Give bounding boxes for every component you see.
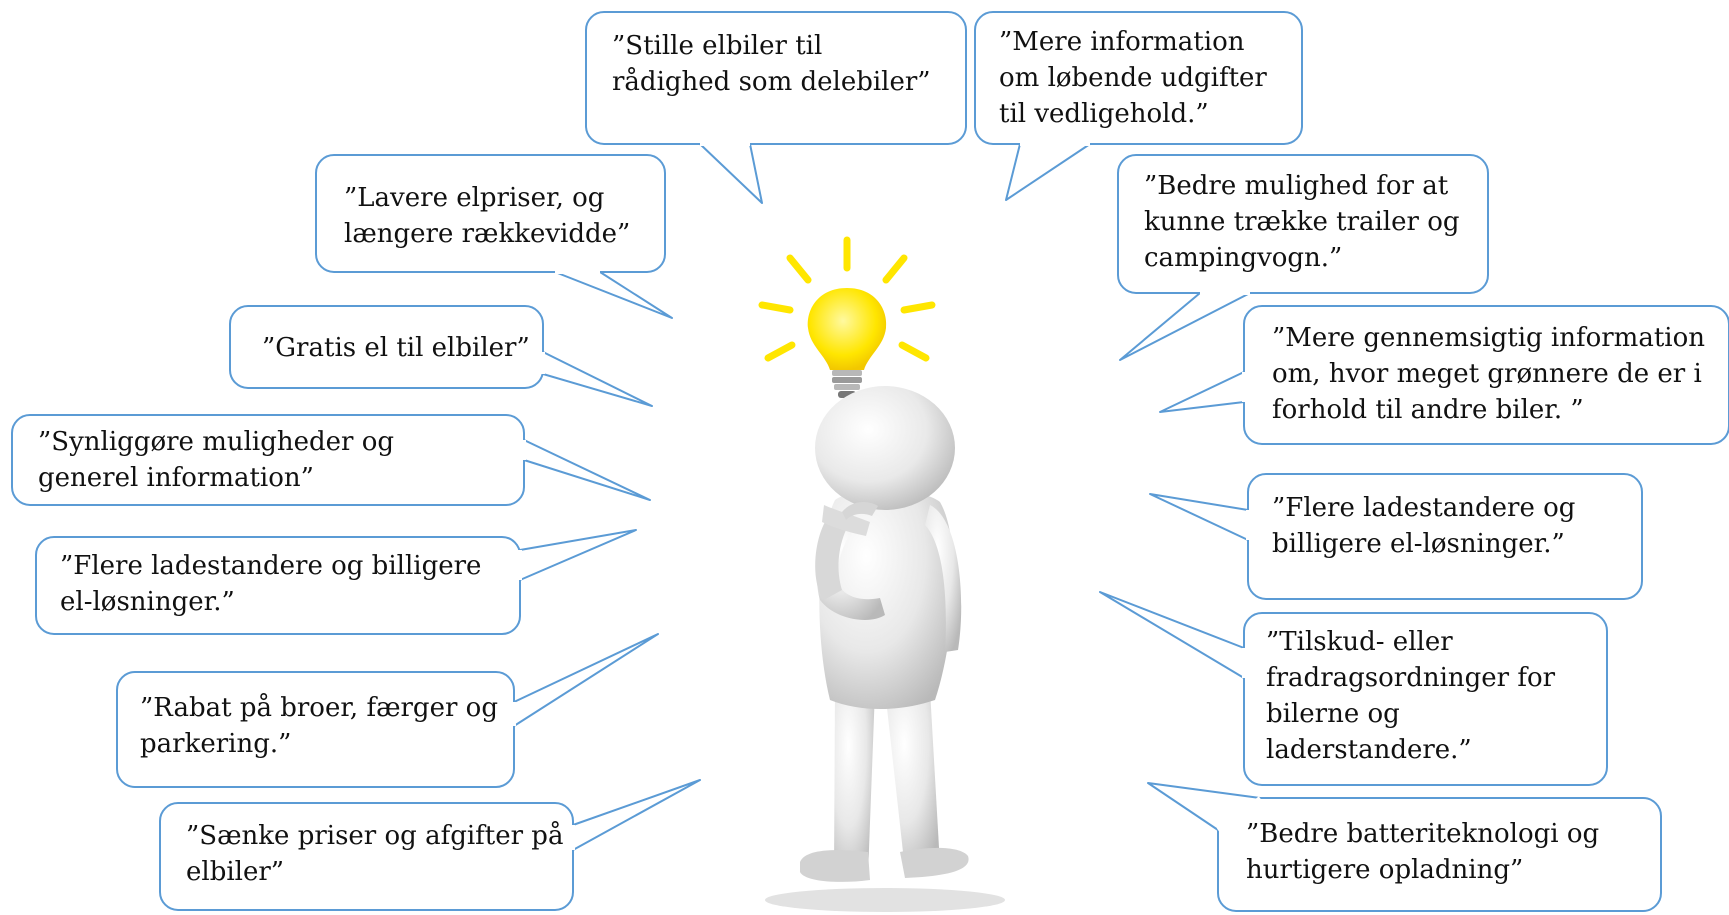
speech-bubble-tail [1149, 493, 1249, 541]
speech-bubble-line: ”Stille elbiler til [612, 31, 823, 61]
speech-bubble-text-flere-right: ”Flere ladestandere og billigere el-løsni… [1272, 490, 1575, 562]
speech-bubble-box [1217, 797, 1662, 912]
speech-bubble-flere-left [35, 529, 637, 635]
speech-bubble-box [1117, 154, 1489, 294]
speech-bubble-tail [542, 351, 653, 407]
speech-bubble-line: ”Sænke priser og afgifter på [186, 821, 564, 851]
speech-bubble-line: ”Bedre mulighed for at [1144, 171, 1449, 201]
speech-bubble-text-tilskud: ”Tilskud- eller fradragsordninger for bile… [1266, 624, 1555, 768]
speech-bubble-box [1243, 612, 1608, 786]
speech-bubble-stille [585, 11, 967, 204]
speech-bubble-mere-info [974, 11, 1303, 201]
speech-bubble-line: kunne trække trailer og [1144, 207, 1460, 237]
speech-bubble-text-batteri: ”Bedre batteriteknologi og hurtigere opla… [1246, 816, 1599, 888]
speech-bubble-text-bedre-trailer: ”Bedre mulighed for at kunne trække trail… [1144, 168, 1460, 276]
speech-bubble-tail [1005, 143, 1091, 201]
speech-bubble-text-gratis: ”Gratis el til elbiler” [262, 330, 530, 366]
speech-bubble-line: ”Flere ladestandere og billigere [60, 551, 482, 581]
speech-bubble-tail [572, 779, 701, 851]
speech-bubble-line: ”Synliggøre muligheder og [38, 427, 395, 457]
speech-bubble-text-mere-info: ”Mere information om løbende udgifter til … [999, 24, 1267, 132]
speech-bubble-line: ”Lavere elpriser, og [344, 183, 605, 213]
speech-bubble-gratis [229, 305, 653, 407]
callout-layer [11, 11, 1729, 912]
speech-bubble-line: campingvogn.” [1144, 243, 1343, 273]
speech-bubble-line: ”Mere information [999, 27, 1245, 57]
speech-bubble-text-flere-left: ”Flere ladestandere og billigere el-løsni… [60, 548, 481, 620]
speech-bubble-line: til vedligehold.” [999, 99, 1209, 129]
speech-bubble-line: el-løsninger.” [60, 587, 235, 617]
speech-bubble-text-saenke: ”Sænke priser og afgifter på elbiler” [186, 818, 563, 890]
speech-bubble-tail [1119, 292, 1251, 361]
speech-bubble-line: ”Gratis el til elbiler” [262, 333, 530, 363]
speech-bubble-gennemsigtig [1159, 305, 1729, 445]
speech-bubble-tail [519, 529, 637, 581]
speech-bubble-line: ”Rabat på broer, færger og [140, 693, 498, 723]
speech-bubble-line: ”Tilskud- eller [1266, 627, 1453, 657]
speech-bubble-box [315, 154, 666, 273]
speech-bubble-batteri [1147, 782, 1662, 912]
speech-bubble-line: bilerne og [1266, 699, 1400, 729]
speech-bubble-box [974, 11, 1303, 145]
speech-bubble-text-rabat: ”Rabat på broer, færger og parkering.” [140, 690, 498, 762]
speech-bubble-tilskud [1099, 591, 1608, 786]
speech-bubble-tail [554, 271, 673, 319]
speech-bubble-box [35, 536, 521, 635]
speech-bubble-line: ”Bedre batteriteknologi og [1246, 819, 1600, 849]
speech-bubble-saenke [159, 779, 701, 911]
speech-bubble-tail [1159, 371, 1245, 413]
speech-bubble-text-synliggore: ”Synliggøre muligheder og generel informa… [38, 424, 394, 496]
speech-bubble-box [159, 802, 574, 911]
speech-bubble-line: længere rækkevidde” [344, 219, 631, 249]
speech-bubble-box [116, 671, 515, 788]
speech-bubble-line: rådighed som delebiler” [612, 67, 931, 97]
speech-bubble-text-gennemsigtig: ”Mere gennemsigtig information om, hvor m… [1272, 320, 1705, 428]
speech-bubble-line: billigere el-løsninger.” [1272, 529, 1565, 559]
speech-bubble-text-stille: ”Stille elbiler til rådighed som delebile… [612, 28, 931, 100]
speech-bubble-flere-right [1149, 473, 1643, 600]
speech-bubble-line: laderstandere.” [1266, 735, 1472, 765]
speech-bubble-bedre-trailer [1117, 154, 1489, 361]
light-rays-icon [758, 236, 936, 362]
speech-bubble-line: forhold til andre biler. ” [1272, 395, 1584, 425]
speech-bubble-box [585, 11, 967, 145]
lightbulb-icon [758, 236, 936, 398]
thinking-person-icon [765, 386, 1005, 912]
speech-bubble-synliggore [11, 414, 651, 506]
speech-bubble-tail [699, 143, 763, 204]
speech-bubble-box [229, 305, 544, 389]
speech-bubble-line: parkering.” [140, 729, 292, 759]
speech-bubble-line: fradragsordninger for [1266, 663, 1556, 693]
speech-bubble-tail [1099, 591, 1245, 679]
speech-bubble-line: generel information” [38, 463, 314, 493]
speech-bubble-line: om, hvor meget grønnere de er i [1272, 359, 1702, 389]
speech-bubble-line: ”Flere ladestandere og [1272, 493, 1576, 523]
speech-bubble-line: ”Mere gennemsigtig information [1272, 323, 1705, 353]
speech-bubble-rabat [116, 633, 659, 788]
speech-bubble-tail [513, 633, 659, 727]
speech-bubble-line: om løbende udgifter [999, 63, 1267, 93]
speech-bubble-line: elbiler” [186, 857, 285, 887]
speech-bubble-text-lavere: ”Lavere elpriser, og længere rækkevidde” [344, 180, 630, 252]
speech-bubble-lavere [315, 154, 673, 319]
speech-bubble-tail [523, 439, 651, 501]
speech-bubble-line: hurtigere opladning” [1246, 855, 1524, 885]
